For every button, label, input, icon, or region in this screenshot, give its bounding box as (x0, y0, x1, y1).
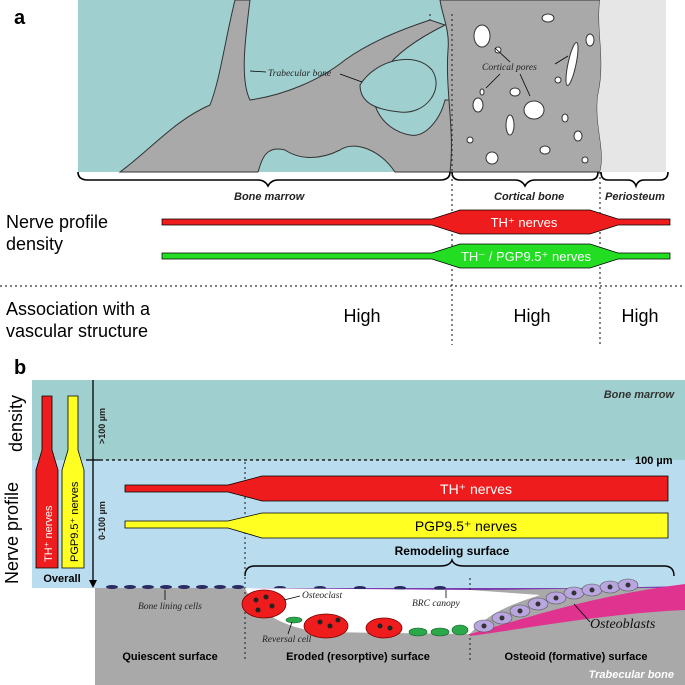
overall-th-label: TH⁺ nerves (43, 505, 55, 562)
reversal-cell-label: Reversal cell (261, 635, 312, 645)
overall-pgp-bar (61, 395, 85, 569)
osteoid-layer (470, 584, 685, 636)
trabecular-arrow-right (339, 73, 363, 83)
bone-lining-edge (95, 586, 685, 590)
trabecular-bone-label: Trabecular bone (268, 69, 331, 79)
osteoclast-nuclei (253, 594, 393, 631)
pores-arrow-1 (494, 47, 511, 63)
panel-b-axis-label-1: Nerve profile (2, 482, 22, 584)
panel-b-axis-label-2: density (6, 395, 26, 452)
brc-canopy-label: BRC canopy (412, 599, 461, 609)
trabecular-arrow-left (249, 70, 267, 73)
panel-b-letter: b (14, 357, 26, 379)
cortical-bone-brace (451, 171, 599, 188)
overall-th-bar (35, 395, 59, 569)
osteoclast-arrow (283, 595, 301, 601)
eroded-surface-label: Eroded (resorptive) surface (286, 651, 430, 663)
association-high-cortical: High (513, 306, 550, 326)
cortical-pores-label: Cortical pores (482, 63, 537, 73)
pgp-nerves-bar (161, 243, 671, 269)
panel-b-marrow (32, 380, 685, 460)
panel-a-letter: a (14, 7, 26, 29)
th-nerves-bar (161, 209, 671, 235)
periosteum-brace (600, 171, 669, 189)
osteoblast-nuclei (481, 582, 631, 629)
trabecular-bone-network (118, 0, 456, 173)
osteoclast-label: Osteoclast (302, 591, 342, 601)
bone-marrow-brace (77, 171, 451, 188)
threshold-label: 100 µm (635, 455, 673, 467)
depth-axis-arrow (89, 580, 97, 588)
association-high-marrow: High (343, 306, 380, 326)
th-nerves-label: TH⁺ nerves (491, 215, 558, 230)
nerve-profile-label-2: density (6, 234, 63, 254)
depth-top-label: >100 µm (97, 408, 107, 444)
association-label-1: Association with a (6, 299, 151, 319)
nerve-profile-label-1: Nerve profile (6, 212, 108, 232)
osteoblasts-label: Osteoblasts (590, 617, 656, 632)
reversal-arrow (287, 621, 293, 635)
periosteum-area (597, 0, 666, 172)
reversal-cells (285, 616, 469, 637)
b-pgp-nerves-label: PGP9.5⁺ nerves (415, 518, 517, 534)
pores-arrow-4 (519, 73, 531, 97)
bone-marrow-label: Bone marrow (234, 191, 306, 203)
cortical-bone-label: Cortical bone (494, 191, 564, 203)
osteoblasts-arrow (573, 603, 591, 623)
remodeling-brace (244, 557, 675, 577)
trabecular-bone-b-label: Trabecular bone (589, 669, 674, 681)
periosteum-label: Periosteum (605, 191, 665, 203)
bone-lining-cells-label: Bone lining cells (138, 602, 202, 612)
quiescent-surface-label: Quiescent surface (122, 651, 217, 663)
depth-bottom-label: 0-100 µm (97, 501, 107, 540)
association-label-2: vascular structure (6, 321, 148, 341)
overall-label: Overall (43, 573, 80, 585)
overall-pgp-label: PGP9.5⁺ nerves (69, 481, 81, 562)
osteoid-surface-label: Osteoid (formative) surface (504, 651, 647, 663)
association-high-periosteum: High (621, 306, 658, 326)
b-th-nerves-bar (124, 475, 669, 502)
bone-lining-cell-row (106, 585, 446, 590)
cortical-pores (466, 13, 595, 165)
pores-arrow-2 (554, 55, 569, 65)
b-pgp-nerves-bar (124, 512, 669, 539)
b-th-nerves-label: TH⁺ nerves (440, 481, 512, 497)
pores-arrow-3 (485, 73, 501, 89)
pgp-nerves-label: TH⁻ / PGP9.5⁺ nerves (461, 249, 592, 264)
cortical-bone-area (439, 0, 603, 173)
panel-b-bone-marrow-label: Bone marrow (604, 389, 676, 401)
remodeling-surface-label: Remodeling surface (395, 544, 510, 558)
